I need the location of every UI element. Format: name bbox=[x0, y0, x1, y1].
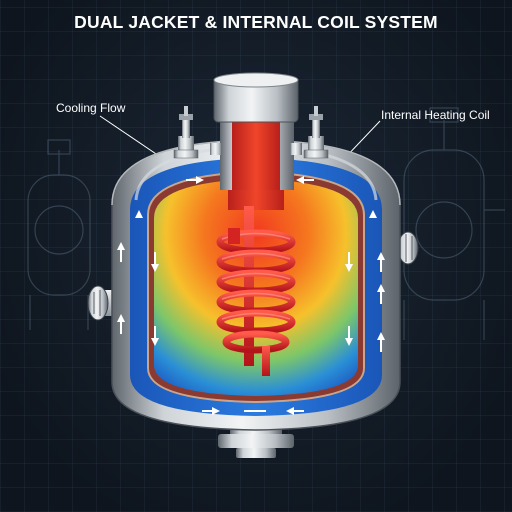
flow-arrow bbox=[151, 338, 159, 346]
flow-arrow bbox=[377, 332, 385, 340]
flow-arrow bbox=[212, 407, 220, 415]
flow-arrow bbox=[377, 252, 385, 260]
internal-heating-coil-label: Internal Heating Coil bbox=[381, 108, 490, 122]
central-inlet-pipe bbox=[213, 72, 299, 210]
flow-arrow bbox=[135, 210, 143, 218]
flow-arrow bbox=[117, 314, 125, 322]
flow-arrow bbox=[117, 242, 125, 250]
background-sketch bbox=[27, 107, 505, 340]
flow-arrow bbox=[369, 210, 377, 218]
top-right-valve bbox=[303, 106, 329, 159]
flow-arrow bbox=[286, 407, 294, 415]
flow-arrow bbox=[151, 264, 159, 272]
top-left-valve bbox=[173, 106, 199, 159]
cooling-flow-callout-line bbox=[99, 115, 166, 161]
flow-arrows bbox=[117, 176, 385, 415]
cooling-flow-label: Cooling Flow bbox=[56, 101, 126, 115]
flow-arrow bbox=[345, 264, 353, 272]
internal-heating-coil bbox=[216, 206, 296, 376]
flow-arrow bbox=[296, 176, 304, 184]
flow-arrow bbox=[196, 176, 204, 184]
flow-arrow bbox=[377, 284, 385, 292]
top-small-fitting bbox=[210, 143, 302, 155]
flow-arrow bbox=[345, 338, 353, 346]
page-title: DUAL JACKET & INTERNAL COIL SYSTEM bbox=[74, 12, 438, 32]
